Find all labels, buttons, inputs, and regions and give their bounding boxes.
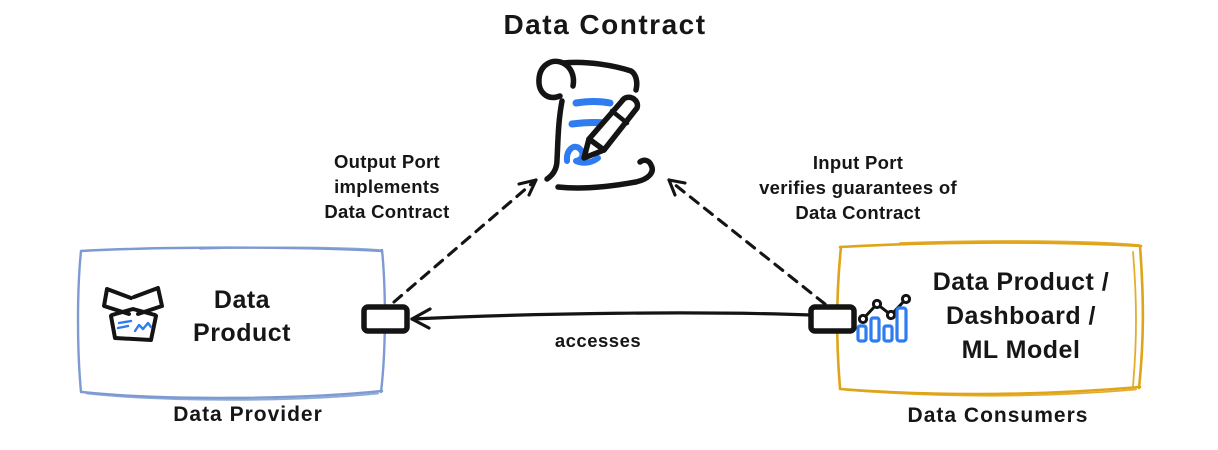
consumer-label-line-3: ML Model [961,336,1081,364]
pencil-icon [581,94,641,161]
input-port-label-line-1: Input Port [812,152,904,173]
provider-label-line-2: Product [193,319,291,347]
output-port-dashed-arrow [392,178,538,304]
provider-box [76,246,387,401]
chart-icon [856,293,912,343]
consumer-label-line-2: Dashboard / [946,302,1096,330]
output-port-edge-label: Output Port implements Data Contract [324,149,449,224]
output-port [361,304,410,334]
accesses-label: accesses [554,330,642,351]
chart-line-dots [857,293,912,325]
output-port-label-line-1: Output Port [333,151,441,172]
input-port-label-line-3: Data Contract [795,202,921,223]
output-port-label-line-2: implements [334,176,440,197]
output-dashed-arrowhead [517,178,538,197]
package-contents-marks [116,319,153,333]
package-icon [102,286,164,342]
accesses-arrow [410,307,813,330]
input-port-dashed-arrow [667,178,827,306]
provider-node-label: Data Product [193,284,291,350]
accesses-arrowhead [410,307,432,330]
diagram-title: Data Contract [503,9,707,40]
output-port-label-line-3: Data Contract [324,201,450,222]
chart-bars [856,306,908,343]
contract-scroll-icon [536,58,655,191]
consumer-label-line-1: Data Product / [932,268,1110,296]
provider-caption: Data Provider [173,403,323,426]
provider-label-line-1: Data [213,286,271,314]
input-dashed-arrowhead [667,178,687,197]
consumer-node-label: Data Product / Dashboard / ML Model [933,265,1109,367]
consumer-caption: Data Consumers [907,404,1089,427]
input-port [808,304,857,334]
input-port-edge-label: Input Port verifies guarantees of Data C… [759,150,957,225]
input-port-label-line-2: verifies guarantees of [759,177,957,198]
